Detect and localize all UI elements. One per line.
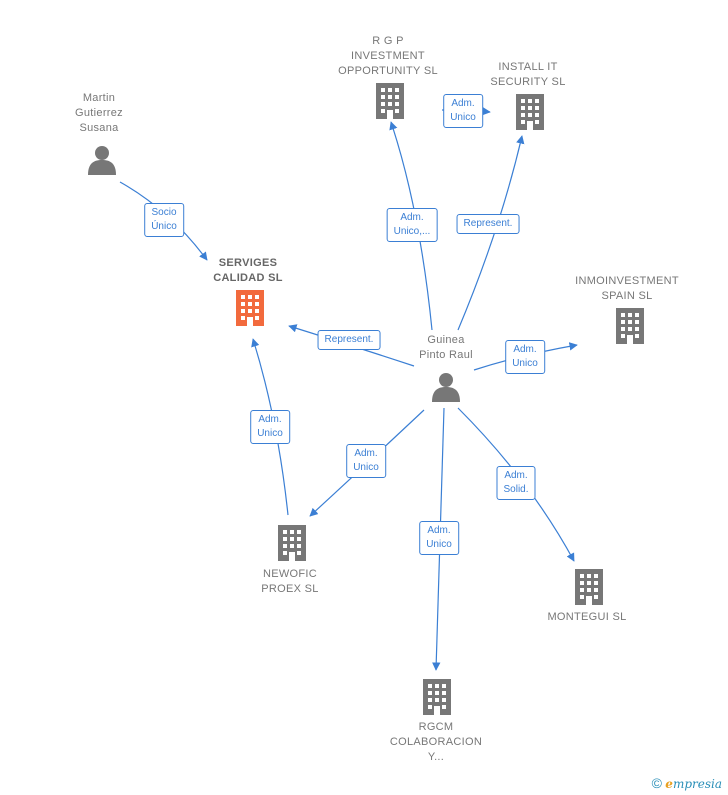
brand-logo[interactable]: empresia: [665, 777, 722, 791]
edge-label-guinea-rgcm: Adm. Unico: [419, 521, 459, 555]
newofic-building-icon[interactable]: [278, 525, 306, 561]
montegui-building-icon[interactable]: [575, 569, 603, 605]
node-label-rgcm[interactable]: RGCM COLABORACION Y...: [389, 721, 483, 763]
edge-label-guinea-newofic: Adm. Unico: [346, 444, 386, 478]
node-label-martin[interactable]: Martin Gutierrez Susana: [75, 92, 123, 134]
edge-label-newofic-serviges: Adm. Unico: [250, 410, 290, 444]
edge-label-guinea-install: Represent.: [456, 214, 520, 234]
edge-label-guinea-rgp: Adm. Unico,...: [386, 208, 438, 242]
node-label-montegui[interactable]: MONTEGUI SL: [547, 611, 627, 623]
edge-label-guinea-serviges: Represent.: [317, 330, 381, 350]
copyright-footer: © empresia: [652, 775, 722, 791]
copyright-symbol: ©: [651, 775, 662, 791]
guinea-person-icon[interactable]: [432, 373, 460, 402]
node-label-install[interactable]: INSTALL IT SECURITY SL: [490, 61, 566, 88]
node-label-inmoinvestment[interactable]: INMOINVESTMENT SPAIN SL: [575, 275, 679, 302]
install-building-icon[interactable]: [516, 94, 544, 130]
inmoinvestment-building-icon[interactable]: [616, 308, 644, 344]
node-label-guinea[interactable]: Guinea Pinto Raul: [419, 334, 473, 361]
edge-label-guinea-inmo: Adm. Unico: [505, 340, 545, 374]
edge-label-martin-serviges: Socio Único: [144, 203, 184, 237]
serviges-building-icon[interactable]: [236, 290, 264, 326]
rgp-building-icon[interactable]: [376, 83, 404, 119]
martin-person-icon[interactable]: [88, 146, 116, 175]
edge-label-rgp-install: Adm. Unico: [443, 94, 483, 128]
node-label-serviges[interactable]: SERVIGES CALIDAD SL: [213, 257, 283, 284]
node-label-newofic[interactable]: NEWOFIC PROEX SL: [261, 568, 319, 595]
rgcm-building-icon[interactable]: [423, 679, 451, 715]
node-label-rgp[interactable]: R G P INVESTMENT OPPORTUNITY SL: [338, 35, 438, 77]
edge-label-guinea-montegui: Adm. Solid.: [496, 466, 536, 500]
